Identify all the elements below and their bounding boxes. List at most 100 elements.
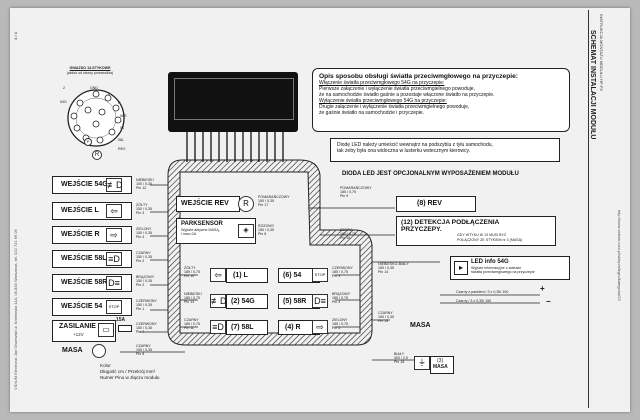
- description-line1-title: Włączenie światła przeciwmgłowego 54G na…: [319, 80, 445, 86]
- legend-color: Kolor: [100, 363, 111, 368]
- output-l-box: (1) L: [226, 268, 268, 283]
- description-box: Opis sposobu obsługi światła przeciwmgło…: [312, 68, 570, 132]
- power-wire: CZERWONY 150 / 0,35 Pin 7: [136, 322, 157, 335]
- rev-output-label: (8) REV: [417, 200, 442, 207]
- detect-box: (12) DETEKCJA PODŁĄCZENIA PRZYCZEPY. GDY…: [396, 216, 556, 246]
- ground-wire: CZARNY 150 / 0,35 Pin 8: [136, 344, 152, 357]
- socket-pin-54g: 54G: [60, 100, 67, 104]
- led-note-line2: tak żeby była ona widoczna w lusterku ws…: [337, 148, 471, 154]
- position-light-right-icon: D≡: [106, 276, 122, 290]
- description-line1b: że na samochodzie światło gaśnie a pozos…: [319, 92, 495, 98]
- socket-p-marker: P: [84, 138, 92, 146]
- stop-light-icon: STOP: [106, 300, 122, 314]
- input-58r-label: WEJŚCIE 58R: [61, 279, 108, 286]
- output-r-label: (4) R: [285, 324, 301, 331]
- legend-length: Długość cm / Przekrój mm²: [100, 369, 156, 374]
- ground-terminal-icon: [92, 344, 106, 358]
- detect-desc: GDY WTYKU W 13 MUSI BYĆ: [457, 233, 507, 237]
- detect-title: (12) DETEKCJA PODŁĄCZENIA: [401, 219, 500, 226]
- fog-light-icon: ≢D: [106, 178, 123, 192]
- ground-label: MASA: [62, 347, 83, 354]
- parksensor-line2: I max=2A: [181, 232, 197, 237]
- output-masa-box: (3) MASA: [430, 356, 454, 374]
- left-turn-icon: ⇦: [106, 204, 122, 218]
- output-r-box: (4) R: [278, 320, 320, 335]
- output-54g-label: (2) 54G: [231, 298, 255, 305]
- output-right-turn-icon: ⇨: [312, 320, 328, 334]
- detect-wire: SZARY 185 / 0,75 Pin 16: [340, 228, 356, 241]
- reverse-icon: R: [238, 196, 254, 212]
- led-info-line1: Wyjście informacyjne o statusie: [471, 266, 522, 270]
- led-info-line2: światła przeciwmgłowego na przyczepie: [471, 270, 535, 275]
- socket-pin-54: 54: [120, 126, 124, 130]
- socket-pin-58r: 58R: [120, 114, 127, 118]
- parksensor-line1: Wyjście aktywne MASĄ,: [181, 228, 220, 232]
- output-54-wire: CZERWONY 185 / 0,75 Pin 3: [332, 266, 353, 279]
- output-position-right-icon: D≡: [312, 294, 328, 308]
- output-masa-num: (3): [437, 358, 444, 364]
- output-58r-label: (5) 58R: [283, 298, 307, 305]
- socket-diagram: [67, 89, 125, 147]
- led-wire-plus: Czarny z paskiem / 3 x 0,35/ 150: [456, 290, 509, 294]
- led-icon: ▸: [454, 261, 468, 275]
- input-r-wire: ZIELONY 150 / 0,35 Pin 4: [136, 227, 152, 240]
- parksensor-label: PARKSENSOR: [181, 221, 223, 227]
- power-label: ZASILANIE: [59, 323, 96, 330]
- rev-output-box: (8) REV: [396, 196, 476, 212]
- input-l-label: WEJŚCIE L: [61, 207, 99, 214]
- description-line2-title: Wyłączenie światła przeciwmgłowego 54G n…: [319, 98, 447, 104]
- output-fog-icon: ≢D: [210, 294, 227, 308]
- led-note-line1: Diodę LED należy umieścić wewnątrz na po…: [337, 142, 493, 148]
- description-line2b: że gaśnie światło na samochodzie i przyc…: [319, 110, 425, 116]
- led-info-title: LED info 54G: [471, 259, 509, 265]
- socket-r-marker: R: [92, 150, 102, 160]
- legend-pin: Numer Pinu w złączu modułu: [100, 375, 160, 380]
- output-58r-wire: BRĄZOWY 185 / 0,75 Pin 4: [332, 292, 351, 305]
- input-54g-wire: NIEBIESKI 150 / 0,35 Pin 12: [136, 178, 154, 191]
- led-plus: +: [540, 284, 545, 293]
- ground-symbol-icon: ⏚: [414, 356, 430, 370]
- input-54-label: WEJŚCIE 54: [61, 303, 103, 310]
- led-masa-label: MASA: [410, 322, 431, 329]
- output-left-turn-icon: ⇦: [210, 268, 226, 282]
- socket-pin-rev: REV: [118, 147, 126, 151]
- input-54g-label: WEJŚCIE 54G: [61, 181, 108, 188]
- output-l-wire: ŻÓŁTY 185 / 0,75 Pin 10: [184, 266, 200, 279]
- rev-input-label: WEJŚCIE REV: [181, 200, 229, 207]
- led-wire-masa: CZARNY 150 / 0,35 Pin 15: [378, 311, 394, 324]
- description-heading: Opis sposobu obsługi światła przeciwmgło…: [319, 73, 518, 80]
- led-info-box: ▸ LED info 54G Wyjście informacyjne o st…: [450, 256, 570, 280]
- output-58l-label: (7) 58L: [231, 324, 254, 331]
- socket-subtitle: (widok od strony przewodów): [66, 71, 114, 75]
- rev-input-wire: POMARAŃCZOWY 150 / 0,35 Pin 17: [258, 195, 290, 208]
- output-54-label: (6) 54: [283, 272, 302, 279]
- detect-desc2: POŁĄCZONY ZE STYKIEM nr 3 (MASA): [457, 238, 523, 242]
- input-58l-wire: CZARNY 150 / 0,35 Pin 2: [136, 251, 152, 264]
- output-masa-wire: BIAŁY 300 / 2,5 Pin 18: [394, 352, 408, 365]
- module-connector: [168, 72, 298, 132]
- right-border-line: [588, 10, 589, 408]
- input-58l-label: WEJŚCIE 58L: [61, 255, 107, 262]
- socket-pin-r: R: [118, 101, 121, 105]
- socket-pin-gnd: GND: [90, 86, 98, 90]
- input-58r-wire: BRĄZOWY 150 / 0,35 Pin 2: [136, 275, 155, 288]
- detect-title2: PRZYCZEPY.: [401, 226, 442, 233]
- led-wire-r: NIEBIESKO-BIAŁY 150 / 0,35 Pin 14: [378, 262, 409, 275]
- power-voltage: +12V: [73, 332, 84, 337]
- description-line1a: Pierwsze załączenie i wyłączenie światła…: [319, 86, 475, 92]
- socket-title: GNIAZDO 13-STYKOWE: [69, 66, 111, 70]
- output-stop-icon: STOP: [312, 268, 328, 282]
- fuse-label: 15A: [116, 317, 126, 323]
- socket-pin-2: 2: [63, 86, 65, 90]
- fuse-icon: [118, 325, 132, 332]
- led-note-box: Diodę LED należy umieścić wewnątrz na po…: [330, 138, 560, 162]
- rev-output-wire: POMARAŃCZOWY 185 / 0,75 Pin 9: [340, 186, 372, 199]
- input-r-label: WEJŚCIE R: [61, 231, 100, 238]
- output-54g-wire: NIEBIESKI 185 / 0,75 Pin 13: [184, 292, 202, 305]
- rev-input-box: WEJŚCIE REV: [176, 196, 240, 212]
- output-58l-box: (7) 58L: [226, 320, 268, 335]
- description-line2a: Drugie załączenie i wyłączenie światła p…: [319, 104, 470, 110]
- output-l-label: (1) L: [233, 272, 248, 279]
